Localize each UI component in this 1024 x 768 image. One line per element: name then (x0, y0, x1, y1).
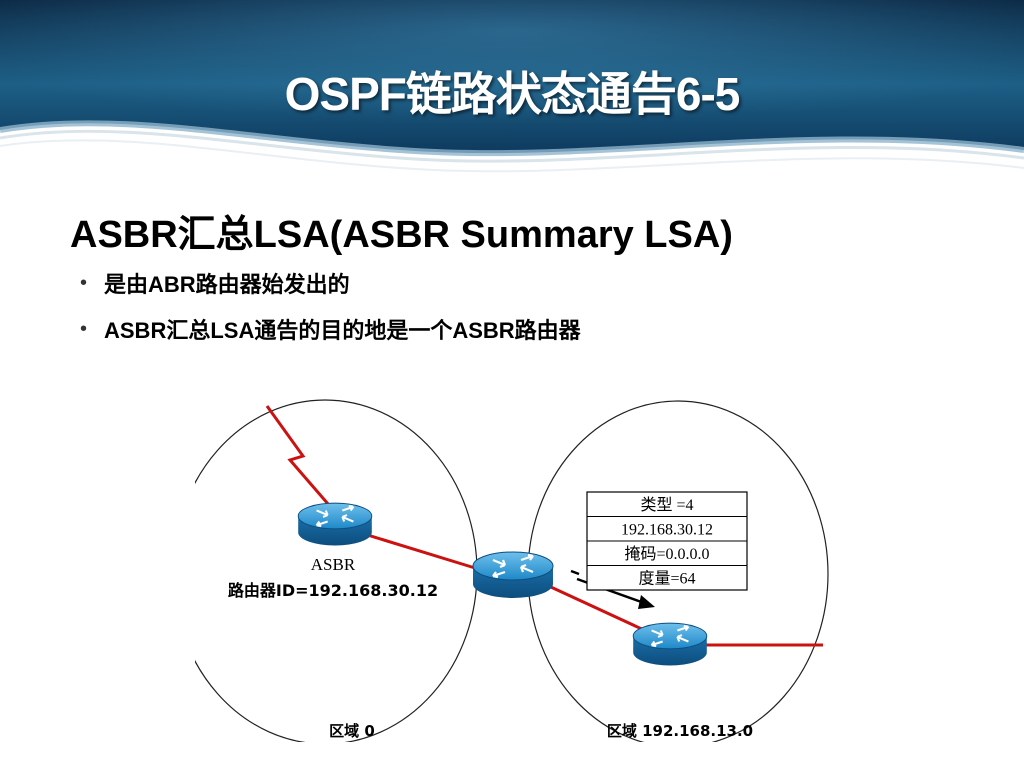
bullet-item: • ASBR汇总LSA通告的目的地是一个ASBR路由器 (80, 316, 581, 344)
header-banner: OSPF链路状态通告6-5 (0, 0, 1024, 185)
lsa-fields-table: 类型 =4 192.168.30.12 掩码=0.0.0.0 度量=64 (586, 491, 748, 591)
bullet-dot-icon: • (80, 271, 88, 294)
lsa-field-metric: 度量=64 (638, 570, 695, 588)
bullet-text: ASBR汇总LSA通告的目的地是一个ASBR路由器 (104, 318, 581, 343)
bullet-item: • 是由ABR路由器始发出的 (80, 270, 581, 298)
bullet-dot-icon: • (80, 317, 88, 340)
lsa-field-link-state-id: 192.168.30.12 (621, 522, 713, 539)
lsa-field-mask: 掩码=0.0.0.0 (624, 545, 709, 563)
bullet-text: 是由ABR路由器始发出的 (104, 272, 350, 297)
asbr-router-icon (297, 502, 373, 547)
lsa-field-type: 类型 =4 (640, 496, 693, 514)
area-0-label: 区域 0 (329, 722, 375, 740)
section-heading: ASBR汇总LSA(ASBR Summary LSA) (70, 214, 733, 256)
asbr-router-id: 路由器ID=192.168.30.12 (228, 581, 438, 600)
slide-title: OSPF链路状态通告6-5 (284, 68, 741, 120)
internal-router-icon (632, 622, 708, 667)
area-other-label: 区域 192.168.13.0 (607, 722, 753, 740)
header-background (0, 0, 1024, 173)
wan-lightning-link (265, 405, 337, 513)
ospf-network-diagram: 类型 =4 192.168.30.12 掩码=0.0.0.0 度量=64 ASB… (195, 399, 829, 742)
bullet-list: • 是由ABR路由器始发出的 • ASBR汇总LSA通告的目的地是一个ASBR路… (80, 270, 581, 362)
abr-router-icon (471, 550, 555, 600)
asbr-label: ASBR (311, 555, 356, 574)
